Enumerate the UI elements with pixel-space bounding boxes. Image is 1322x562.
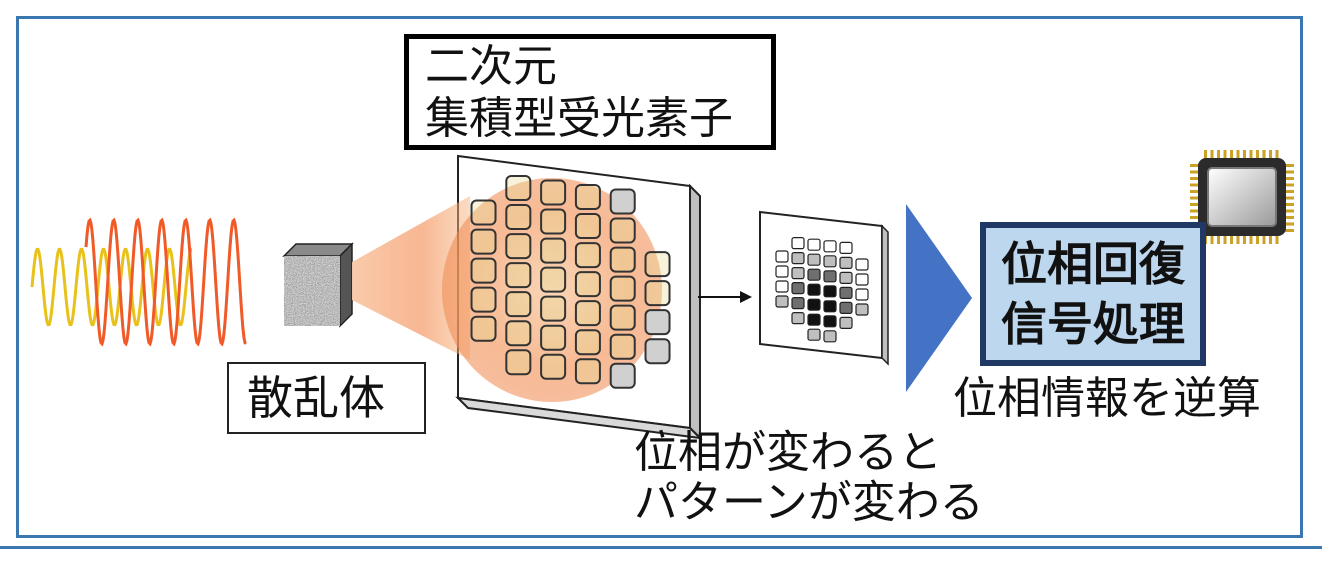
pattern-cell xyxy=(823,315,837,328)
sensor-cell xyxy=(574,213,601,240)
sensor-cell xyxy=(609,217,636,244)
arrow-right-icon xyxy=(698,291,752,303)
sensor-cell xyxy=(540,295,567,322)
pattern-cell xyxy=(807,253,821,266)
sensor-cell xyxy=(540,353,567,380)
diagram-frame xyxy=(16,16,1303,538)
pattern-cell xyxy=(823,285,837,298)
sensor-cell xyxy=(505,233,532,260)
pattern-cell xyxy=(807,328,821,341)
sensor-cell xyxy=(540,208,567,235)
pattern-cell xyxy=(775,250,789,263)
pattern-cell xyxy=(791,312,805,325)
sensor-cell xyxy=(609,333,636,360)
sensor-cell xyxy=(609,246,636,273)
wave-yellow xyxy=(30,247,193,327)
pattern-cell xyxy=(775,295,789,308)
pattern-cell xyxy=(791,237,805,250)
pattern-cell xyxy=(823,300,837,313)
sensor-cell xyxy=(470,228,497,255)
pattern-cell xyxy=(823,270,837,283)
pattern-note-line2: パターンが変わる xyxy=(634,477,984,528)
scattered-beam xyxy=(352,196,470,360)
inverse-phase-text: 位相情報を逆算 xyxy=(953,373,1261,424)
pattern-cell xyxy=(791,282,805,295)
pattern-cell xyxy=(775,280,789,293)
sensor-cell xyxy=(609,362,636,389)
sensor-cell xyxy=(540,179,567,206)
sensor-cell xyxy=(574,242,601,269)
light-waves xyxy=(30,217,248,347)
sensor-label-line2: 集積型受光素子 xyxy=(425,93,733,144)
signal-processing-box: 位相回復 信号処理 xyxy=(980,222,1206,366)
pattern-cell xyxy=(823,330,837,343)
scatterer-label: 散乱体 xyxy=(227,362,426,434)
sensor-cell xyxy=(540,266,567,293)
scatterer-cube-icon xyxy=(282,242,354,328)
sensor-cell xyxy=(644,338,671,365)
pattern-cell xyxy=(839,256,853,269)
sensor-cell xyxy=(470,257,497,284)
sensor-cell xyxy=(574,271,601,298)
pattern-cell xyxy=(775,265,789,278)
pattern-cell xyxy=(823,240,837,253)
sensor-cell xyxy=(505,204,532,231)
pattern-cell xyxy=(807,313,821,326)
pattern-cell xyxy=(855,273,869,286)
pattern-cell xyxy=(791,252,805,265)
sensor-cell xyxy=(609,275,636,302)
sensor-cells-overlay xyxy=(470,175,671,389)
pattern-cell xyxy=(807,268,821,281)
sensor-cell xyxy=(470,286,497,313)
sensor-cell xyxy=(644,280,671,307)
sensor-cell xyxy=(574,358,601,385)
pattern-cell xyxy=(839,301,853,314)
sensor-cell xyxy=(609,188,636,215)
sensor-cell xyxy=(470,199,497,226)
sensor-label: 二次元 集積型受光素子 xyxy=(404,34,776,150)
sensor-cell xyxy=(540,324,567,351)
sensor-cell xyxy=(609,304,636,331)
pattern-cell xyxy=(807,283,821,296)
pattern-cell xyxy=(791,297,805,310)
sensor-cell xyxy=(505,291,532,318)
pattern-change-text: 位相が変わると パターンが変わる xyxy=(634,428,984,528)
sensor-cell xyxy=(470,315,497,342)
sensor-cell xyxy=(574,329,601,356)
sensor-cell xyxy=(644,309,671,336)
pattern-cell xyxy=(839,241,853,254)
pattern-cell xyxy=(839,286,853,299)
bottom-divider xyxy=(0,546,1322,549)
chip-icon xyxy=(1190,150,1294,244)
pattern-cell xyxy=(839,316,853,329)
pattern-cell xyxy=(791,267,805,280)
pattern-cell xyxy=(855,288,869,301)
pattern-cell xyxy=(855,303,869,316)
sensor-cell xyxy=(505,262,532,289)
sensor-cell xyxy=(644,251,671,278)
sensor-cell xyxy=(540,237,567,264)
sensor-cell xyxy=(505,175,532,201)
pattern-note-line1: 位相が変わると xyxy=(634,427,942,478)
wave-orange xyxy=(84,217,248,347)
triangle-arrow-icon xyxy=(906,204,972,392)
pattern-cell xyxy=(855,258,869,271)
sensor-cell xyxy=(574,300,601,327)
speckle-glow xyxy=(442,178,662,402)
pattern-cell xyxy=(823,255,837,268)
pattern-image-icon xyxy=(759,210,889,366)
processing-line1: 位相回復 xyxy=(1001,237,1185,291)
pattern-cells xyxy=(775,237,869,343)
sensor-label-line1: 二次元 xyxy=(425,41,557,92)
processing-line2: 信号処理 xyxy=(1001,297,1185,351)
pattern-cell xyxy=(839,271,853,284)
sensor-cell xyxy=(505,320,532,347)
sensor-cell xyxy=(505,349,532,376)
pattern-cell xyxy=(807,238,821,251)
pattern-cell xyxy=(807,298,821,311)
sensor-cell xyxy=(574,184,601,210)
